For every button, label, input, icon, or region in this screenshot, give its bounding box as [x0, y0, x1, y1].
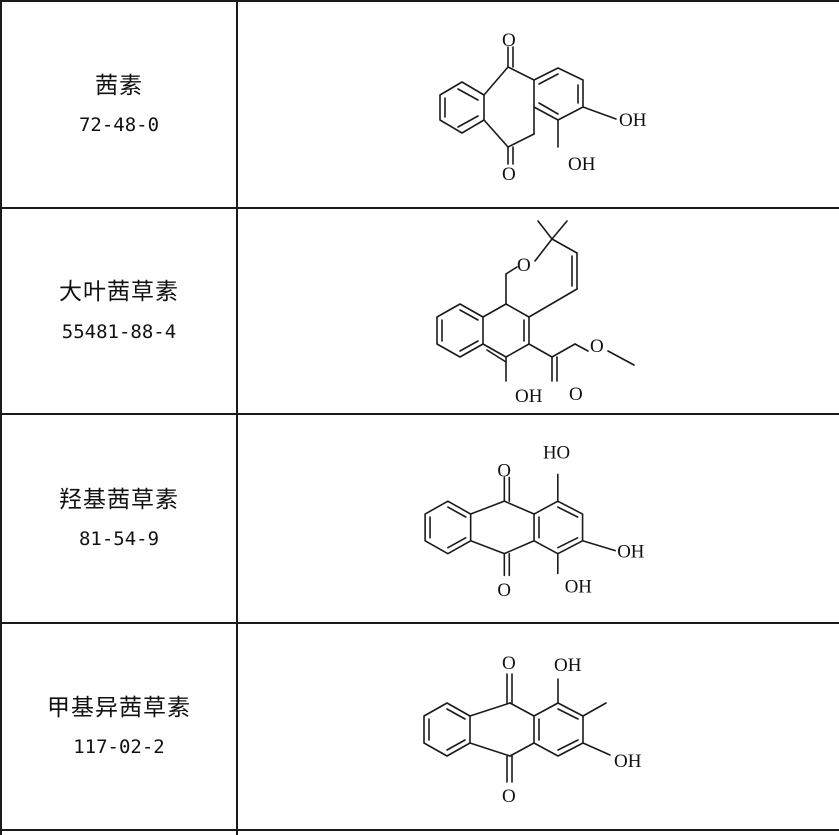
carbonyl-oxygen-bottom: O [502, 164, 516, 185]
left-benzene-ring [423, 702, 471, 757]
structure-cell: O O O OH [238, 209, 839, 413]
pyran-ring [505, 220, 578, 318]
structure-drawing: O O OH OH [423, 653, 642, 807]
compound-name: 茜素 [95, 72, 143, 99]
structure-cell: O O HO OH OH [238, 415, 839, 622]
cas-number: 81-54-9 [78, 528, 160, 551]
compound-name: 大叶茜草素 [59, 279, 179, 306]
cas-number: 55481-88-4 [61, 320, 177, 343]
structure-drawing: O O OH OH [439, 30, 647, 185]
column-divider [236, 0, 238, 835]
compound-name-cell: 茜素 72-48-0 [2, 2, 236, 207]
row-divider-2 [0, 413, 839, 415]
right-aromatic-ring [533, 678, 611, 757]
table-row: 甲基异茜草素 117-02-2 [0, 624, 839, 829]
compound-name-cell: 大叶茜草素 55481-88-4 [2, 209, 236, 413]
carbonyl-oxygen-bottom: O [502, 786, 516, 807]
compound-name-cell: 羟基茜草素 81-54-9 [2, 415, 236, 622]
hydroxyl-bottom: OH [568, 154, 596, 175]
carbonyl-oxygen-top: O [502, 30, 516, 51]
table-border-left [0, 0, 2, 835]
structure-cell: O O OH OH [238, 2, 839, 207]
right-aromatic-ring [533, 473, 617, 575]
ring-oxygen: O [517, 255, 531, 276]
center-quinone-ring [469, 673, 535, 783]
left-benzene-ring [439, 81, 485, 134]
row-divider-3 [0, 622, 839, 624]
compound-name: 羟基茜草素 [59, 486, 179, 513]
table-border-top [0, 0, 839, 2]
table-row: 羟基茜草素 81-54-9 [0, 415, 839, 622]
structure-cell: O O OH OH [238, 624, 839, 829]
ester-oxygen: O [590, 336, 604, 357]
left-benzene-ring [424, 500, 472, 555]
carbonyl-oxygen-top: O [497, 460, 511, 481]
methyl-ester-group [528, 343, 635, 382]
row-divider-1 [0, 207, 839, 209]
compound-name-cell: 甲基异茜草素 117-02-2 [2, 624, 236, 829]
center-ring [483, 46, 535, 165]
hydroxyl-right: OH [614, 751, 642, 772]
naphthalene-ring [482, 273, 530, 382]
structure-drawing: O O O OH [436, 220, 635, 407]
cas-number: 72-48-0 [78, 114, 160, 137]
table-row: 茜素 72-48-0 [0, 2, 839, 207]
table-row: 大叶茜草素 55481-88-4 [0, 209, 839, 413]
benzene-ring [436, 303, 484, 358]
compound-name: 甲基异茜草素 [47, 694, 191, 721]
hydroxyl-top: HO [543, 443, 570, 464]
hydroxyl-right: OH [619, 110, 647, 131]
cas-number: 117-02-2 [73, 736, 165, 759]
hydroxyl-top: OH [554, 655, 582, 676]
structure-drawing: O O HO OH OH [424, 443, 645, 601]
carbonyl-oxygen: O [569, 384, 583, 405]
hydroxyl-bottom: OH [515, 386, 543, 407]
right-aromatic-ring [533, 67, 617, 148]
hydroxyl-bottom: OH [565, 576, 593, 597]
table-border-bottom [0, 829, 839, 831]
center-quinone-ring [469, 476, 535, 577]
hydroxyl-right: OH [617, 542, 645, 563]
carbonyl-oxygen-bottom: O [497, 580, 511, 601]
carbonyl-oxygen-top: O [502, 653, 516, 674]
